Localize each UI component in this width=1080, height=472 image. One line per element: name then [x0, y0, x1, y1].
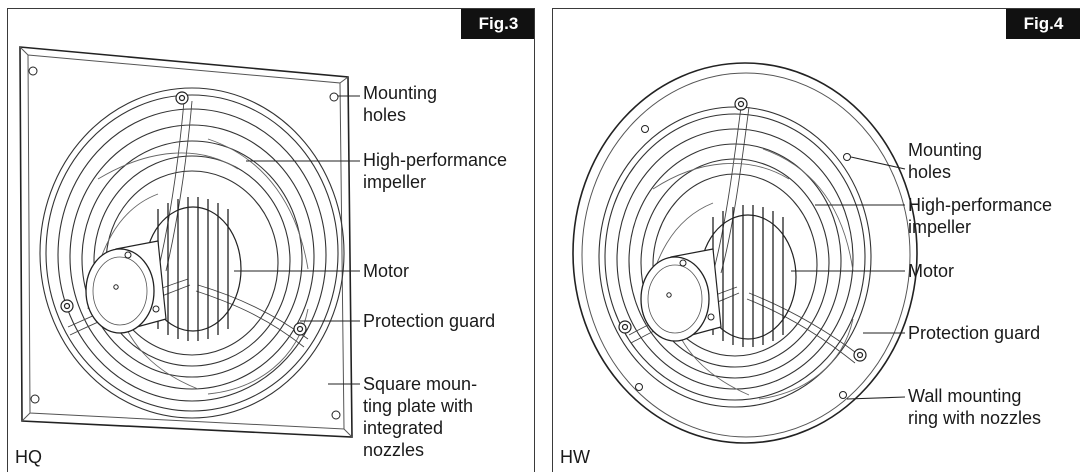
label-motor: Motor: [363, 261, 410, 281]
label-impeller: High-performance impeller: [908, 195, 1053, 237]
guard-rings: [39, 87, 345, 419]
label-mounting-holes: Mounting holes: [363, 83, 438, 125]
label-protection-guard: Protection guard: [363, 311, 496, 331]
variant-label: HQ: [15, 447, 42, 467]
figure-panel-hw: Fig.4 Mounting holes High-performance im…: [552, 8, 1080, 472]
label-mounting-plate: Square moun- ting plate with integrated …: [363, 374, 478, 460]
label-motor: Motor: [908, 261, 955, 281]
figure-panel-hq: Fig.3 Mounting holes High-performance im…: [7, 8, 535, 472]
hw-leader-lines: [791, 156, 906, 400]
hq-leader-lines: [234, 95, 360, 385]
guard-fixing-nuts: [60, 91, 307, 336]
hq-fan-illustration: [19, 46, 360, 438]
label-mounting-holes: Mounting holes: [908, 140, 983, 182]
motor-end-cap: [85, 240, 167, 334]
label-wall-mounting-ring: Wall mounting ring with nozzles: [908, 386, 1042, 428]
plate-mounting-holes: [28, 66, 341, 420]
hw-fan-illustration: [572, 62, 918, 444]
label-protection-guard: Protection guard: [908, 323, 1041, 343]
motor-end-cap: [640, 248, 722, 342]
guard-rings: [598, 106, 872, 408]
guard-fixing-nuts: [618, 97, 867, 362]
ring-mounting-holes: [635, 125, 851, 399]
variant-label: HW: [560, 447, 590, 467]
figure-tag: Fig.4: [1006, 9, 1080, 39]
motor-fins: [712, 205, 784, 347]
figure-tag: Fig.3: [461, 9, 534, 39]
label-impeller: High-performance impeller: [363, 150, 508, 192]
